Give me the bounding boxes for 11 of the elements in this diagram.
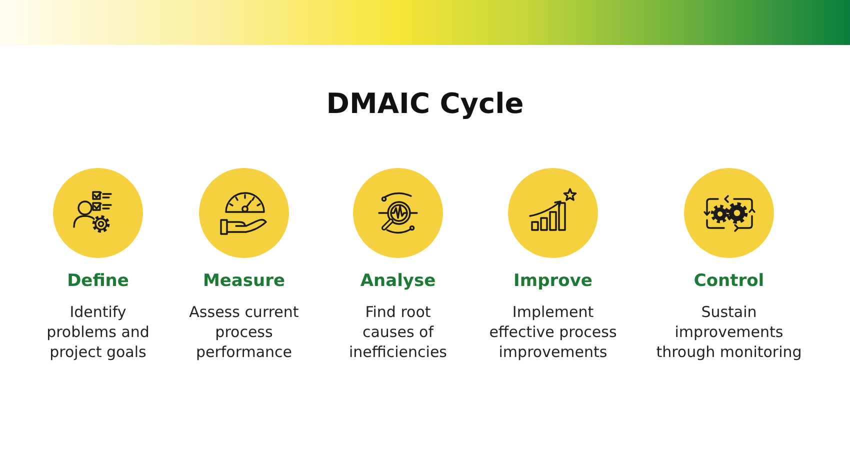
step-heading: Define bbox=[67, 270, 129, 292]
step-description: Find root causes of inefficiencies bbox=[348, 302, 448, 362]
step-heading: Measure bbox=[202, 270, 286, 292]
step-description: Implement effective process improvements bbox=[488, 302, 618, 362]
step-description: Assess current process performance bbox=[188, 302, 300, 362]
step-heading: Analyse bbox=[360, 270, 436, 292]
step-description: Sustain improvements through monitoring bbox=[655, 302, 803, 362]
diagram-title: DMAIC Cycle bbox=[325, 86, 525, 122]
step-heading: Control bbox=[694, 270, 764, 292]
step-heading: Improve bbox=[514, 270, 592, 292]
step-description: Identify problems and project goals bbox=[46, 302, 150, 362]
